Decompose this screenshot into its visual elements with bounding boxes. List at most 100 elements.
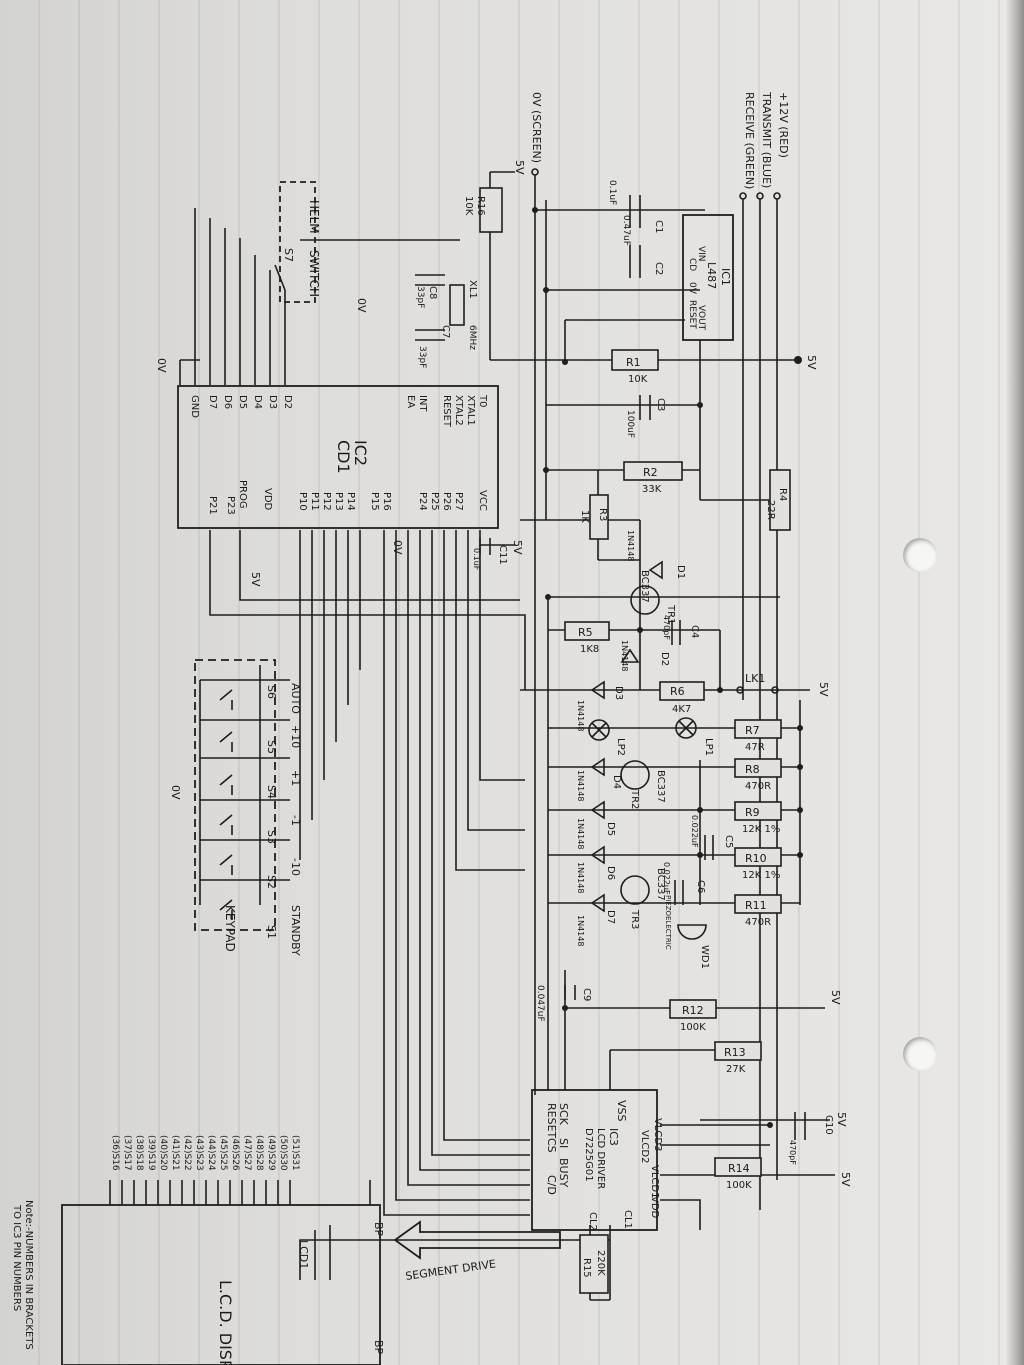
svg-text:D7: D7: [605, 910, 616, 924]
svg-text:D1: D1: [675, 565, 686, 579]
svg-text:1K8: 1K8: [580, 644, 599, 655]
svg-text:TR1: TR1: [665, 604, 676, 624]
ic1-ref: IC1: [719, 268, 732, 286]
svg-text:R6: R6: [670, 685, 685, 698]
svg-text:(39)S19: (39)S19: [146, 1135, 156, 1171]
svg-text:0.047uF: 0.047uF: [535, 985, 545, 1022]
svg-text:R2: R2: [643, 466, 658, 479]
ic3-sck: SCK: [557, 1103, 570, 1126]
lcd-pin-labels: (51)S31 (50)S30 (49)S29 (48)S28 (47)S27 …: [110, 1135, 300, 1171]
conn-0v-screen: 0V (SCREEN): [530, 92, 543, 163]
svg-text:C7: C7: [440, 325, 451, 338]
svg-text:P15: P15: [369, 492, 380, 511]
key-s2: S2 -10: [219, 854, 302, 889]
svg-text:(47)S27: (47)S27: [242, 1135, 252, 1171]
ic3-vss: VSS: [615, 1100, 628, 1122]
svg-text:(51)S31: (51)S31: [290, 1135, 300, 1171]
svg-text:1N4148: 1N4148: [576, 862, 585, 893]
svg-text:R11: R11: [745, 899, 767, 912]
svg-text:10K: 10K: [463, 196, 474, 216]
svg-text:1K: 1K: [579, 510, 590, 523]
svg-text:R1: R1: [626, 356, 641, 369]
svg-text:12K 1%: 12K 1%: [742, 824, 780, 835]
svg-text:D5: D5: [237, 395, 248, 409]
svg-text:D4: D4: [252, 395, 263, 409]
svg-text:0.022uF: 0.022uF: [690, 815, 699, 848]
component-labels: R16 10K C1 0.47uF C2 C8 33pF C7 33pF XL1…: [415, 196, 834, 1278]
segment-drive-arrow: SEGMENT DRIVE: [393, 1220, 561, 1283]
lcd-designator: LCD1: [297, 1240, 310, 1269]
ic1-cd: CD: [687, 258, 697, 271]
svg-text:1N4148: 1N4148: [576, 700, 585, 731]
ic2-microcontroller: IC2 CD1 T0 XTAL1 XTAL2 RESET EA INT GND …: [177, 385, 499, 529]
svg-text:1N4148: 1N4148: [620, 640, 629, 671]
svg-text:BC337: BC337: [655, 770, 666, 803]
svg-text:33K: 33K: [642, 484, 662, 495]
svg-text:(43)S23: (43)S23: [194, 1135, 204, 1171]
junctions: [532, 207, 803, 1128]
svg-text:D3: D3: [613, 686, 624, 700]
ic2-part: CD1: [334, 440, 353, 474]
conn-receive: RECEIVE (GREEN): [743, 92, 756, 189]
svg-text:0.1uF: 0.1uF: [472, 548, 481, 571]
ic3-vlcd1: VLCD1: [649, 1165, 660, 1198]
svg-text:BC337: BC337: [639, 570, 650, 603]
svg-text:0.022uF: 0.022uF: [662, 862, 671, 895]
svg-text:0.1uF: 0.1uF: [607, 180, 617, 205]
svg-text:C10: C10: [823, 1115, 834, 1135]
svg-text:-10: -10: [289, 858, 302, 876]
svg-text:0V: 0V: [155, 358, 168, 373]
svg-text:P12: P12: [321, 492, 332, 511]
svg-text:P21: P21: [207, 496, 218, 515]
ic3-cl1: CL1: [622, 1210, 633, 1229]
svg-text:0V: 0V: [391, 540, 404, 555]
svg-text:S3: S3: [265, 830, 278, 844]
svg-text:BC337: BC337: [655, 868, 666, 901]
key-s5: S5 +10: [219, 725, 302, 754]
svg-text:R8: R8: [745, 763, 760, 776]
connector-labels: +12V (RED) TRANSMIT (BLUE) RECEIVE (GREE…: [530, 91, 790, 200]
svg-text:0V: 0V: [169, 785, 182, 800]
lcd-title: L.C.D. DISPLAY: [216, 1280, 235, 1365]
ic3-ref: IC3: [607, 1128, 620, 1146]
svg-text:AUTO: AUTO: [289, 683, 302, 714]
key-s3: S3 -1: [219, 814, 302, 844]
svg-text:P25: P25: [429, 492, 440, 511]
svg-text:(38)S18: (38)S18: [134, 1135, 144, 1171]
ic3-cl2: CL2: [587, 1212, 598, 1231]
svg-text:R4: R4: [777, 488, 788, 501]
svg-text:P23: P23: [225, 496, 236, 515]
svg-text:33pF: 33pF: [415, 286, 425, 308]
svg-text:P10: P10: [297, 492, 308, 511]
svg-text:S6: S6: [265, 685, 278, 699]
svg-text:0V: 0V: [355, 298, 368, 313]
svg-text:(36)S16: (36)S16: [110, 1135, 120, 1171]
helm-label: HELM: [307, 200, 321, 234]
ic2-int: INT: [417, 395, 428, 412]
s7-label: S7: [282, 248, 295, 262]
lcd-bp-top: BP: [372, 1222, 385, 1237]
svg-text:R10: R10: [745, 852, 767, 865]
svg-text:D5: D5: [605, 822, 616, 836]
svg-text:1N4148: 1N4148: [626, 530, 635, 561]
svg-text:C6: C6: [695, 880, 706, 893]
ic3-cd: C/D: [545, 1175, 558, 1195]
svg-text:10K: 10K: [628, 374, 648, 385]
svg-text:(45)S25: (45)S25: [218, 1135, 228, 1171]
svg-text:5V: 5V: [829, 990, 842, 1005]
svg-text:R7: R7: [745, 724, 760, 737]
rail-labels: 5V 5V 5V 5V 5V 5V 5V 5V 0V 0V 0V 0V 0.1u…: [155, 160, 852, 1187]
conn-12v: +12V (RED): [777, 92, 790, 158]
svg-text:(44)S24: (44)S24: [206, 1135, 216, 1171]
svg-text:R9: R9: [745, 806, 760, 819]
svg-text:1N4148: 1N4148: [576, 770, 585, 801]
svg-text:12K 1%: 12K 1%: [742, 870, 780, 881]
wiring: [179, 171, 835, 1301]
ic1-part: L487: [705, 262, 718, 289]
lcd-display: L.C.D. DISPLAY LCD1 BP BP (51)S31 (50)S3…: [61, 1135, 385, 1365]
svg-text:R16: R16: [475, 196, 486, 216]
svg-text:100K: 100K: [726, 1180, 752, 1191]
switch-label: SWITCH: [307, 250, 321, 297]
page-edge: [1004, 0, 1024, 1365]
ic3-vdd: VDD: [649, 1196, 660, 1219]
